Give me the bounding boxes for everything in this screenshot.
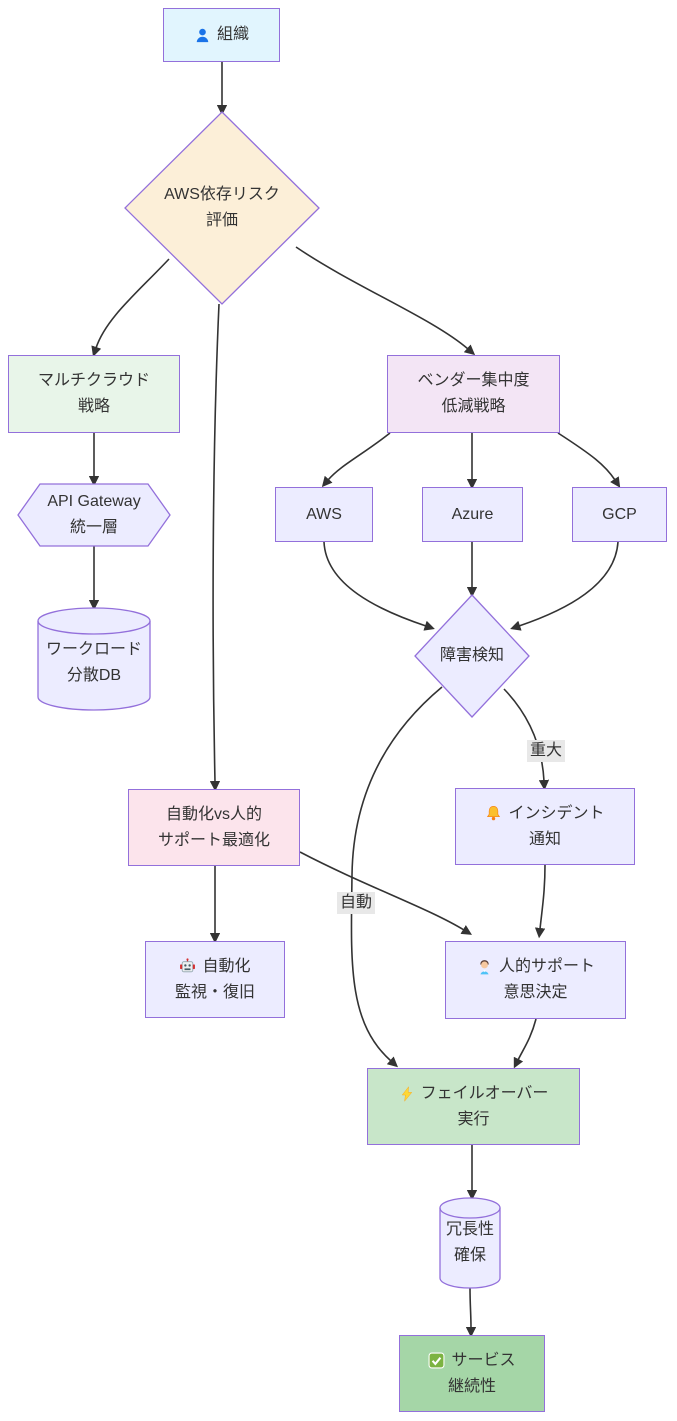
edge-optimization-humansupport: [299, 851, 472, 935]
node-auto-monitor-line1: 自動化: [202, 957, 251, 975]
node-optimization-line2: サポート最適化: [157, 831, 270, 849]
node-service: サービス 継続性: [399, 1335, 545, 1412]
node-multi-cloud-line2: 戦略: [77, 398, 110, 415]
edge-vendor-gcp: [557, 432, 621, 488]
shape-redundancy-cylinder: [439, 1197, 501, 1289]
node-incident-content: インシデント: [485, 801, 605, 827]
node-incident-line1: インシデント: [508, 804, 605, 822]
shape-failuredetect-diamond: [414, 594, 530, 718]
node-risk-line2: 評価: [205, 212, 238, 229]
edge-label-auto: 自動: [337, 892, 376, 915]
node-workload-db-line1: ワークロード: [45, 641, 142, 659]
node-api-gateway-line1: API Gateway: [47, 493, 141, 511]
node-api-gateway-line2: 統一層: [69, 519, 118, 536]
node-org-content: 組織: [194, 22, 249, 48]
edge-risk-multicloud: [91, 258, 170, 357]
node-failure-detect-label: 障害検知: [439, 647, 504, 665]
node-auto-monitor-line2: 監視・復旧: [174, 983, 255, 1001]
node-service-line1: サービス: [451, 1351, 516, 1369]
node-vendor-line2: 低減戦略: [441, 398, 506, 415]
robot-icon: [179, 958, 196, 975]
edge-label-severe: 重大: [527, 740, 566, 763]
node-failover-content: フェイルオーバー: [399, 1081, 549, 1107]
node-failover: フェイルオーバー 実行: [367, 1068, 580, 1145]
edge-failuredetect-failover: [350, 686, 443, 1068]
node-azure-label: Azure: [451, 505, 494, 523]
shape-apigateway-hexagon: [17, 483, 171, 547]
shape-risk-diamond: [124, 111, 320, 305]
node-failover-line2: 実行: [457, 1110, 490, 1128]
bell-icon: [485, 805, 502, 822]
node-failover-line1: フェイルオーバー: [420, 1084, 549, 1102]
node-human-support-line2: 意思決定: [503, 984, 568, 1001]
node-human-support-line1: 人的サポート: [498, 958, 595, 976]
shape-workloaddb-cylinder: [37, 607, 151, 711]
edge-humansupport-failover: [513, 1018, 537, 1069]
node-aws-label: AWS: [306, 505, 342, 523]
edge-risk-optimization: [209, 303, 221, 792]
node-risk-line1: AWS依存リスク: [164, 186, 280, 204]
node-vendor-line1: ベンダー集中度: [417, 372, 530, 390]
office-worker-icon: [476, 959, 493, 976]
edge-gcp-failuredetect: [510, 541, 619, 631]
node-gcp: GCP: [572, 487, 667, 542]
node-redundancy-line2: 確保: [453, 1247, 486, 1264]
edge-aws-failuredetect: [323, 541, 435, 631]
node-service-content: サービス: [428, 1348, 516, 1374]
node-org-label: 組織: [216, 26, 249, 44]
node-gcp-label: GCP: [602, 505, 637, 523]
node-multi-cloud-line1: マルチクラウド: [37, 372, 150, 390]
node-api-gateway: API Gateway 統一層: [18, 484, 170, 546]
node-multi-cloud: マルチクラウド 戦略: [8, 355, 180, 433]
shape-redundancy-cylinder-rim: [439, 1207, 501, 1219]
edge-redundancy-service: [465, 1287, 477, 1338]
node-workload-db: ワークロード 分散DB: [38, 622, 150, 704]
node-incident-line2: 通知: [528, 830, 561, 848]
node-optimization-line1: 自動化vs人的: [165, 805, 262, 823]
edge-risk-vendor: [295, 246, 476, 356]
node-aws: AWS: [275, 487, 373, 542]
edge-failuredetect-incident: [503, 688, 550, 791]
node-incident: インシデント 通知: [455, 788, 635, 865]
node-auto-monitor-content: 自動化: [179, 954, 251, 980]
node-redundancy: 冗長性 確保: [440, 1206, 500, 1280]
edge-vendor-aws: [321, 432, 391, 488]
node-workload-db-line2: 分散DB: [66, 667, 122, 684]
shape-workloaddb-cylinder-rim: [37, 620, 151, 635]
node-auto-monitor: 自動化 監視・復旧: [145, 941, 285, 1018]
node-human-support-content: 人的サポート: [476, 954, 595, 980]
node-redundancy-line1: 冗長性: [445, 1221, 494, 1239]
node-org: 組織: [163, 8, 280, 62]
edge-incident-humansupport: [534, 864, 546, 939]
node-service-line2: 継続性: [447, 1377, 496, 1395]
node-azure: Azure: [422, 487, 523, 542]
node-failure-detect: 障害検知: [412, 628, 532, 684]
person-icon: [194, 27, 211, 44]
check-icon: [428, 1352, 445, 1369]
node-human-support: 人的サポート 意思決定: [445, 941, 626, 1019]
node-risk-decision: AWS依存リスク 評価: [147, 178, 297, 238]
lightning-icon: [399, 1085, 415, 1102]
node-vendor: ベンダー集中度 低減戦略: [387, 355, 560, 433]
node-optimization: 自動化vs人的 サポート最適化: [128, 789, 300, 866]
